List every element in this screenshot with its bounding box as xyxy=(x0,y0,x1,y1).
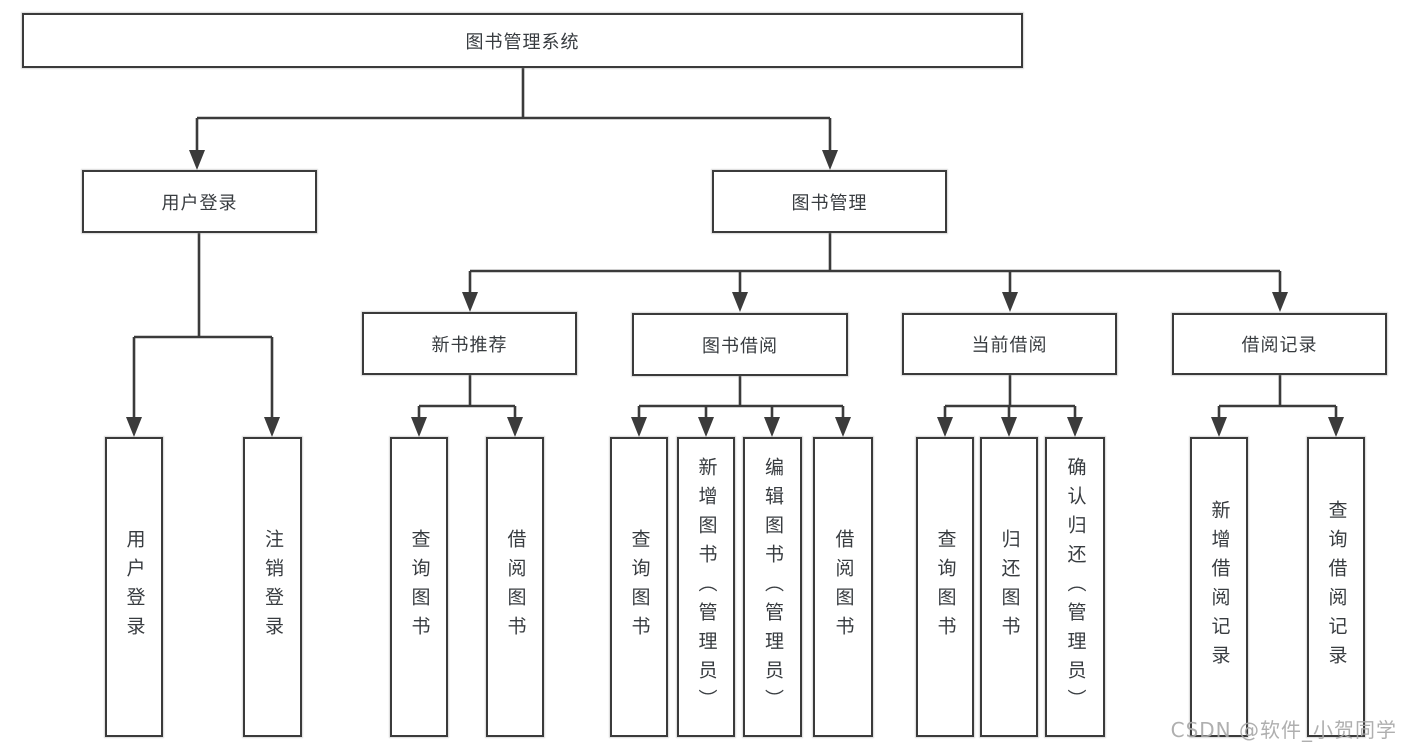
node-label: 新书推荐 xyxy=(431,334,508,356)
node-label: 图书借阅 xyxy=(702,335,778,357)
leaf-add-borrow-record: 新增借阅记录 xyxy=(1190,437,1248,737)
leaf-label: 查询借阅记录 xyxy=(1325,500,1348,674)
leaf-logout: 注销登录 xyxy=(243,437,302,737)
leaf-label: 用户登录 xyxy=(123,529,146,645)
leaf-query-books-current: 查询图书 xyxy=(916,437,974,737)
leaf-user-login: 用户登录 xyxy=(105,437,163,737)
node-borrowing-records: 借阅记录 xyxy=(1172,313,1387,375)
node-label: 图书管理系统 xyxy=(465,31,580,53)
leaf-edit-books-admin: 编辑图书（管理员） xyxy=(743,437,802,737)
leaf-borrow-books-borrowing: 借阅图书 xyxy=(813,437,873,737)
csdn-watermark: CSDN @软件_小贺同学 xyxy=(1170,718,1397,742)
leaf-add-books-admin: 新增图书（管理员） xyxy=(677,437,735,737)
node-label: 用户登录 xyxy=(161,192,238,214)
node-user-login-branch: 用户登录 xyxy=(82,170,317,233)
leaf-confirm-return-admin: 确认归还（管理员） xyxy=(1045,437,1105,737)
leaf-label: 归还图书 xyxy=(998,529,1021,645)
leaf-borrow-books-recommend: 借阅图书 xyxy=(486,437,544,737)
node-library-management-system: 图书管理系统 xyxy=(22,13,1023,68)
leaf-label: 编辑图书（管理员） xyxy=(762,456,784,718)
leaf-label: 借阅图书 xyxy=(832,529,855,645)
leaf-label: 新增借阅记录 xyxy=(1208,500,1231,674)
leaf-query-books-borrowing: 查询图书 xyxy=(610,437,668,737)
leaf-label: 查询图书 xyxy=(628,529,651,645)
leaf-label: 借阅图书 xyxy=(504,529,527,645)
leaf-label: 新增图书（管理员） xyxy=(695,456,718,718)
leaf-label: 查询图书 xyxy=(934,529,957,645)
node-book-management-branch: 图书管理 xyxy=(712,170,947,233)
leaf-query-books-recommend: 查询图书 xyxy=(390,437,448,737)
arrowheads xyxy=(126,150,1344,437)
leaf-return-books: 归还图书 xyxy=(980,437,1038,737)
leaf-query-borrow-record: 查询借阅记录 xyxy=(1307,437,1365,737)
node-current-borrowing: 当前借阅 xyxy=(902,313,1117,375)
node-label: 图书管理 xyxy=(791,192,868,214)
node-new-book-recommend: 新书推荐 xyxy=(362,312,577,375)
node-label: 借阅记录 xyxy=(1241,335,1318,356)
leaf-label: 查询图书 xyxy=(408,529,431,645)
node-book-borrowing: 图书借阅 xyxy=(632,313,848,376)
leaf-label: 确认归还（管理员） xyxy=(1064,456,1087,718)
node-label: 当前借阅 xyxy=(971,335,1048,356)
leaf-label: 注销登录 xyxy=(262,529,284,645)
